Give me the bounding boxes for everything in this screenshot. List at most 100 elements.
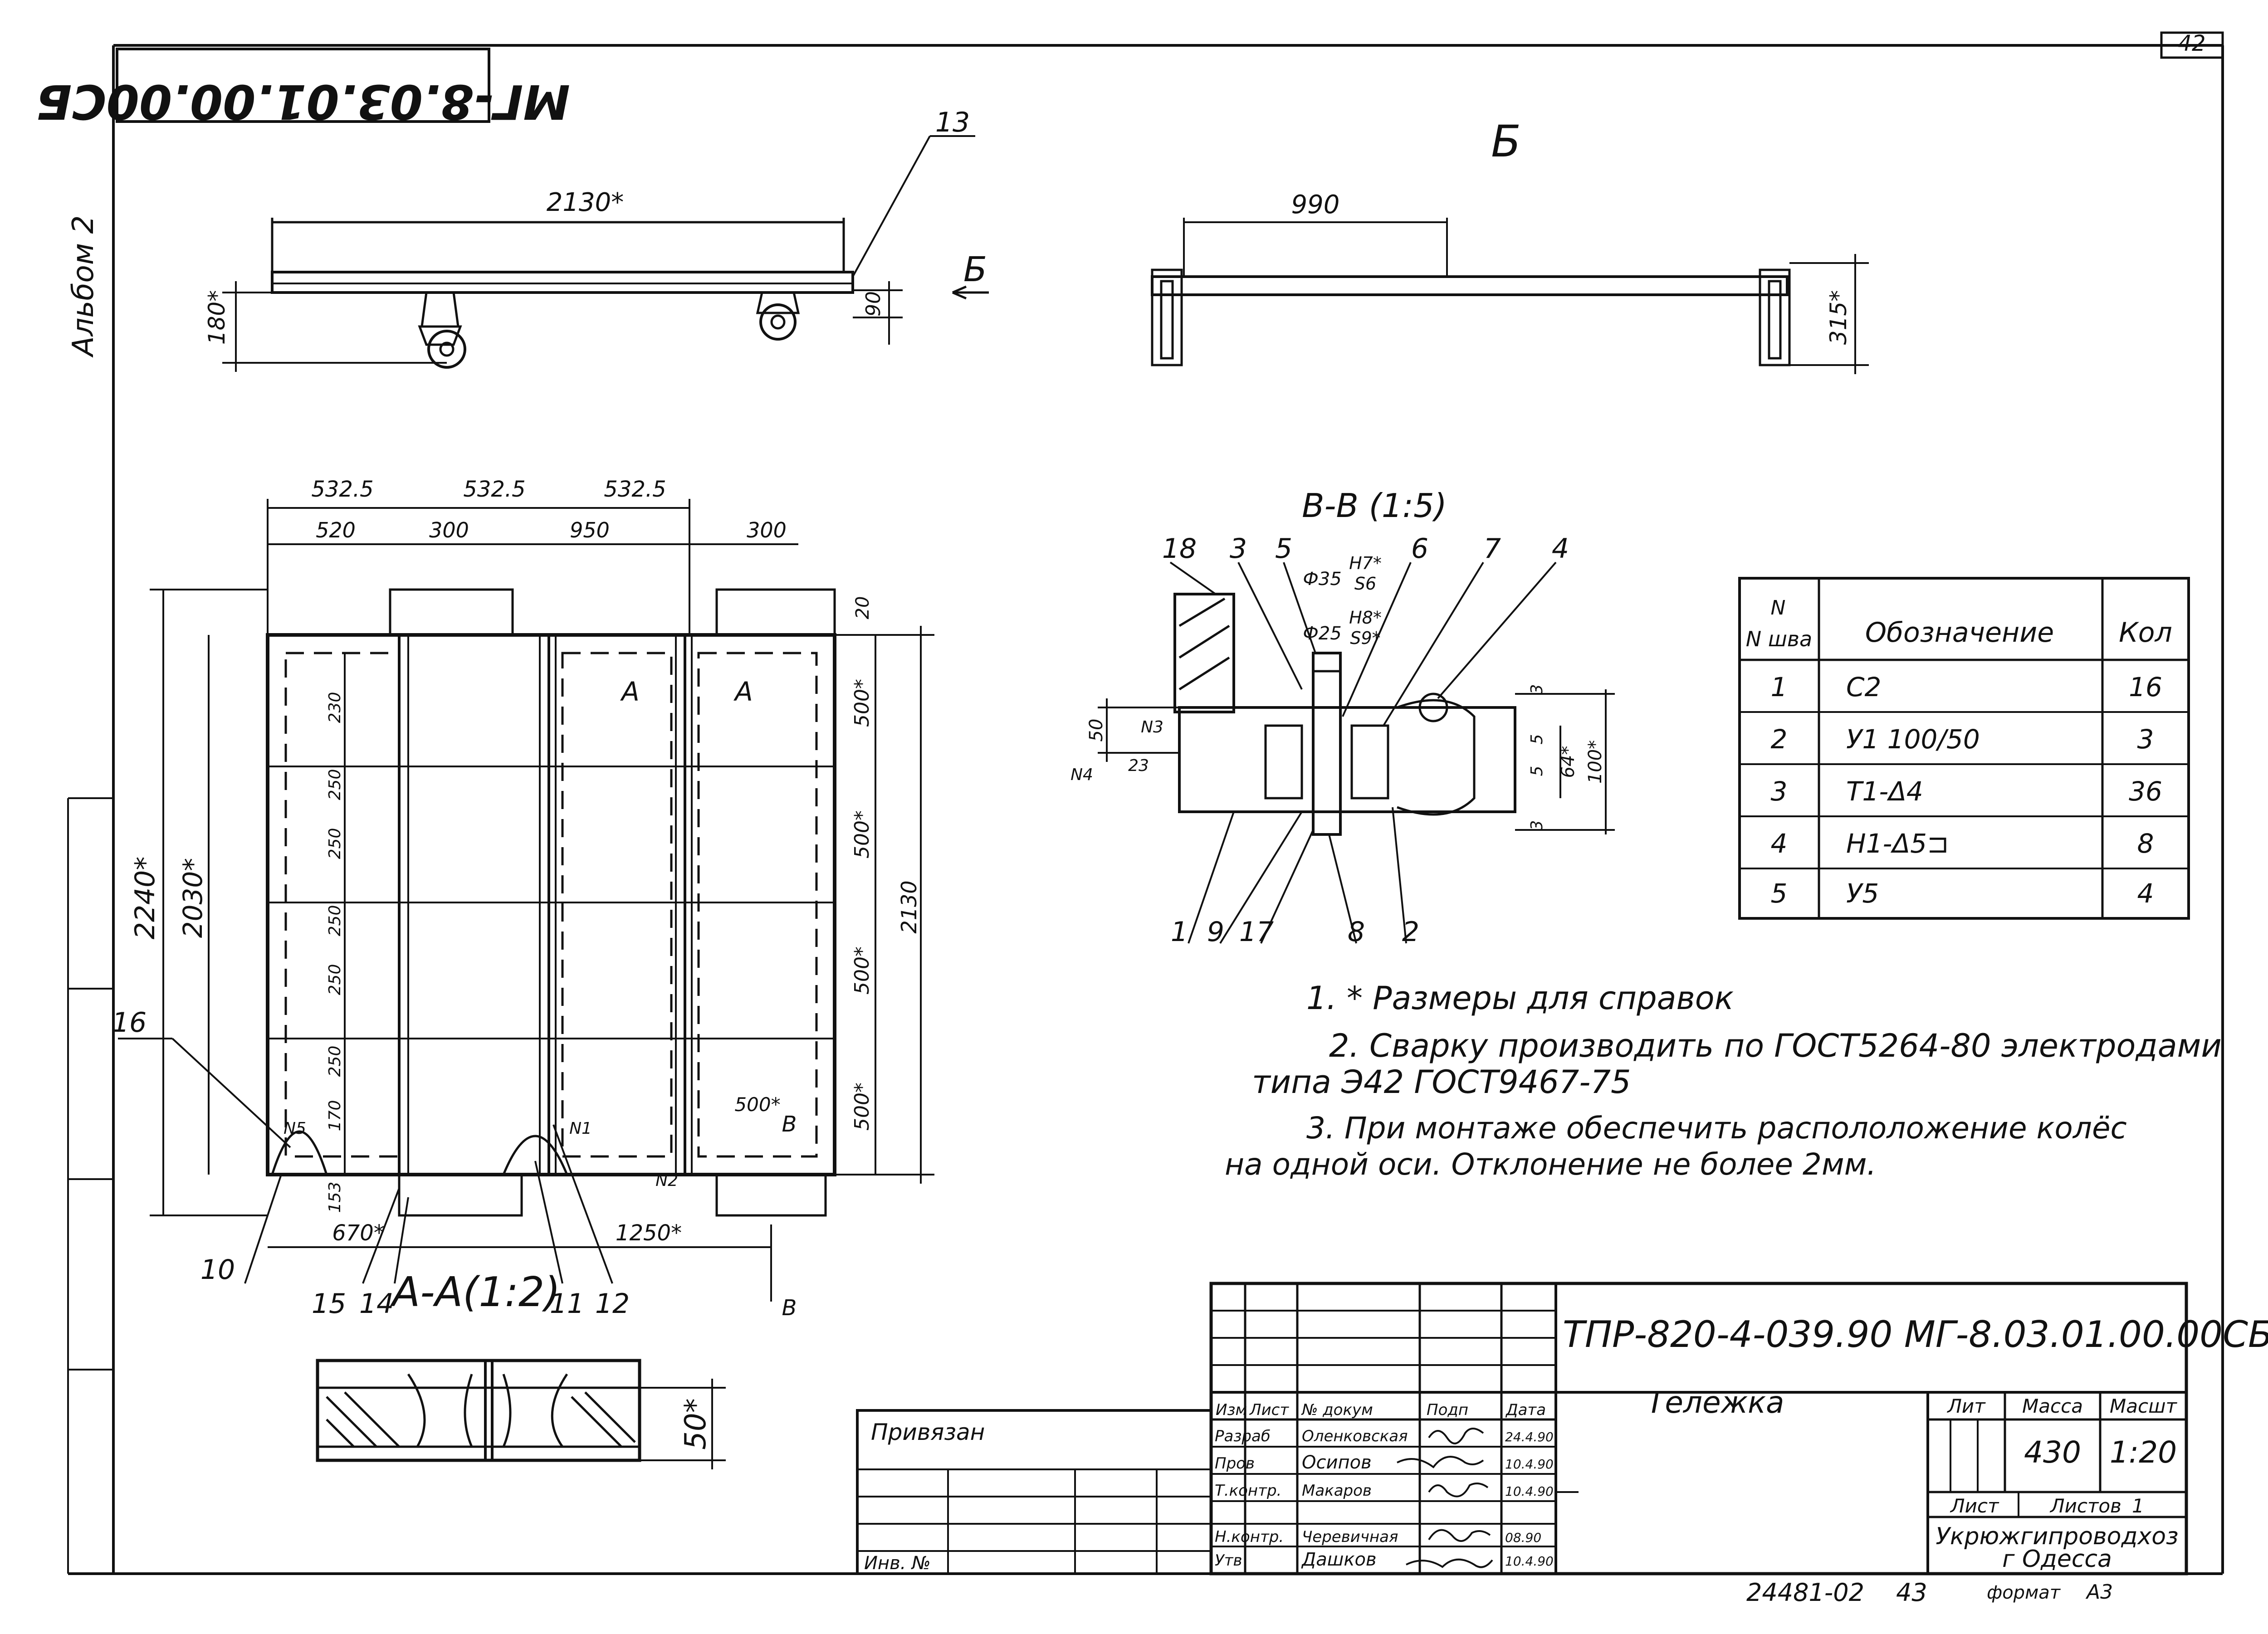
plan-bottom-dim-2: 1250* <box>616 1220 682 1246</box>
weld-table-header-n: N <box>1771 596 1786 619</box>
plan-left-dim-2: 2030* <box>177 858 208 938</box>
plan-inner-dim-2: 250 <box>326 769 344 800</box>
weld-row-5-count: 4 <box>2137 878 2154 909</box>
view-b-title: Б <box>1491 116 1521 167</box>
view-b-height-dim: 315* <box>1825 290 1852 345</box>
plan-inner-dim-1: 230 <box>326 692 344 723</box>
vv-item-8: 8 <box>1348 916 1365 948</box>
side-height-dim: 180* <box>204 290 230 345</box>
note-2-cont: типа Э42 ГОСТ9467-75 <box>1252 1063 1631 1101</box>
plan-sub-dim-2: 300 <box>429 518 469 542</box>
vv-item-4: 4 <box>1552 533 1569 565</box>
plan-right-dim-4: 500* <box>850 946 874 995</box>
weld-table-header-designation: Обозначение <box>1865 617 2054 649</box>
weld-row-3-code: Т1-Δ4 <box>1846 776 1923 807</box>
side-length-dim: 2130* <box>547 188 624 217</box>
vv-dim-3a: 3 <box>1528 684 1546 695</box>
title-block <box>856 1282 2188 1575</box>
vv-item-18: 18 <box>1162 533 1197 565</box>
vv-item-1: 1 <box>1171 916 1188 948</box>
weld-row-5-no: 5 <box>1771 878 1788 909</box>
vv-fit-h7: H7* <box>1349 553 1382 573</box>
vv-weld-n4: N4 <box>1070 766 1093 784</box>
tb-inv-no: Инв. № <box>864 1553 931 1574</box>
tb-signer-6-role: Утв <box>1215 1551 1242 1570</box>
vv-item-9: 9 <box>1207 916 1224 948</box>
tb-col-izm: Изм <box>1216 1401 1247 1419</box>
cut-mark-a-right: А <box>733 676 753 707</box>
tb-signer-5-date: 08.90 <box>1505 1530 1541 1545</box>
item-12-label: 12 <box>595 1288 630 1320</box>
tb-col-date: Дата <box>1505 1401 1546 1419</box>
title-name: Тележка <box>1647 1385 1784 1420</box>
tb-col-doc: № докум <box>1301 1401 1373 1419</box>
title-designation: ТПР-820-4-039.90 МГ-8.03.01.00.00СБ <box>1563 1313 2268 1356</box>
section-aa-title: А-А(1:2) <box>390 1268 561 1316</box>
tb-scale-value: 1:20 <box>2110 1435 2177 1470</box>
tb-sheets-value: 1 <box>2132 1495 2144 1517</box>
cut-mark-v-top: В <box>782 1112 797 1137</box>
signature-scribbles <box>1397 1428 1493 1568</box>
note-3-cont: на одной оси. Отклонение не более 2мм. <box>1225 1147 1876 1182</box>
note-2: 2. Сварку производить по ГОСТ5264-80 эле… <box>1329 1027 2222 1064</box>
vv-fit-phi35: Ф35 <box>1303 569 1341 590</box>
item-15-label: 15 <box>312 1288 346 1320</box>
plan-top-dim-3: 532.5 <box>604 477 666 502</box>
vv-item-17: 17 <box>1239 916 1274 948</box>
plan-right-dim-2: 500* <box>850 679 874 727</box>
tb-scale-label: Масшт <box>2110 1395 2177 1417</box>
tb-signer-3-role: Т.контр. <box>1215 1482 1281 1500</box>
vv-item-3: 3 <box>1230 533 1247 565</box>
vv-dim-5a: 5 <box>1528 734 1546 745</box>
tb-signer-1-date: 24.4.90 <box>1505 1429 1554 1444</box>
tb-signer-6-date: 10.4.90 <box>1505 1554 1554 1569</box>
vv-item-5: 5 <box>1275 533 1292 565</box>
weld-table-header-count: Кол <box>2119 617 2172 649</box>
vv-dim-50: 50 <box>1086 719 1107 742</box>
plan-right-total: 2130 <box>897 880 921 933</box>
tb-signer-1-role: Разраб <box>1215 1427 1271 1445</box>
side-dim-90: 90 <box>862 291 885 317</box>
tb-signer-5-name: Черевичная <box>1302 1528 1398 1546</box>
item-14-label: 14 <box>359 1288 394 1320</box>
plan-bottom-dim-3: 500* <box>734 1093 780 1116</box>
vv-item-6: 6 <box>1411 533 1428 565</box>
tb-mass-label: Масса <box>2022 1395 2083 1417</box>
vv-dim-64: 64* <box>1558 746 1579 778</box>
tb-lit-label: Лит <box>1946 1395 1986 1417</box>
tb-signer-1-name: Оленковская <box>1302 1427 1408 1445</box>
weld-row-3-count: 36 <box>2129 776 2162 807</box>
weld-row-4-code: Н1-Δ5⊐ <box>1846 828 1949 859</box>
weld-row-3-no: 3 <box>1771 776 1788 807</box>
weld-row-1-no: 1 <box>1771 672 1788 702</box>
weld-row-2-code: У1 100/50 <box>1846 724 1980 755</box>
plan-inner-dim-5: 250 <box>326 964 344 995</box>
cut-mark-a-left: А <box>620 676 640 707</box>
view-b <box>1151 218 1869 374</box>
vv-weld-n3: N3 <box>1141 718 1163 737</box>
weld-row-4-no: 4 <box>1771 828 1788 859</box>
weld-table-header-no: N шва <box>1746 627 1812 651</box>
tb-signer-2-name: Осипов <box>1302 1452 1372 1473</box>
tb-sheets-label: Листов <box>2049 1495 2121 1517</box>
page-number: 42 <box>2178 31 2205 56</box>
plan-left-dim-1: 2240* <box>129 857 161 940</box>
plan-bottom-dim-1: 670* <box>332 1220 385 1246</box>
vv-fit-h8: H8* <box>1349 608 1382 628</box>
tb-signer-5-role: Н.контр. <box>1215 1528 1284 1546</box>
inventory-code: 24481-02 <box>1746 1578 1864 1607</box>
plan-sub-dim-3: 950 <box>570 518 610 542</box>
tb-signer-2-date: 10.4.90 <box>1505 1457 1554 1472</box>
note-1: 1. * Размеры для справок <box>1306 980 1734 1017</box>
tb-city: г Одесса <box>2002 1546 2112 1573</box>
plan-sub-dim-4: 300 <box>747 518 787 542</box>
vv-dim-3b: 3 <box>1528 820 1546 831</box>
tb-signer-3-date: 10.4.90 <box>1505 1484 1554 1499</box>
item-10-label: 10 <box>200 1254 235 1286</box>
tb-privyazan: Привязан <box>871 1419 985 1445</box>
plan-sub-dim-1: 520 <box>316 518 356 542</box>
vv-item-2: 2 <box>1402 916 1419 948</box>
format-value: А3 <box>2085 1580 2113 1604</box>
vv-fit-phi25: Ф25 <box>1303 623 1341 644</box>
section-vv-title: В-В (1:5) <box>1302 487 1447 525</box>
